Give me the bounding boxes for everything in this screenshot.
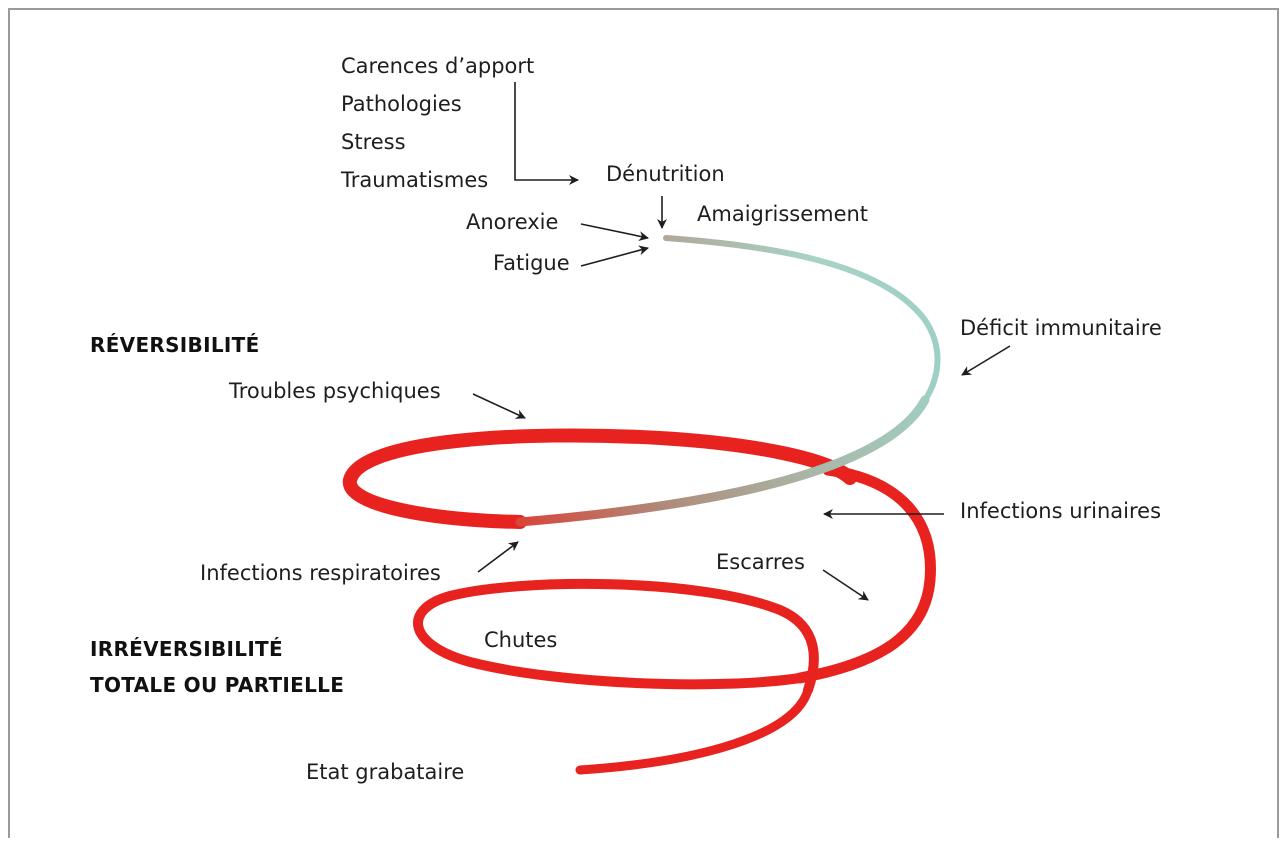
label-troubles-psychiques: Troubles psychiques [229,379,441,403]
zone-irreversibilite-line2: TOTALE OU PARTIELLE [90,673,345,697]
diagram-frame [8,8,1279,838]
cause-item: Carences d’apport [341,54,535,78]
label-denutrition: Dénutrition [606,162,725,186]
label-chutes: Chutes [484,628,558,652]
label-infections-respiratoires: Infections respiratoires [200,561,441,585]
spiral-segment-top [663,235,941,403]
label-escarres: Escarres [716,550,805,574]
cause-item: Stress [341,130,406,154]
label-fatigue: Fatigue [493,251,570,275]
label-etat-grabataire: Etat grabataire [306,760,465,784]
label-anorexie: Anorexie [466,210,559,234]
zone-reversibilite: RÉVERSIBILITÉ [90,333,260,357]
causes-list: Carences d’apport Pathologies Stress Tra… [341,47,534,199]
spiral-segment-lower-top [413,578,819,695]
spiral-segment-lower-right [794,464,936,684]
anorexie-arrow [580,223,649,242]
zone-irreversibilite-line1: IRRÉVERSIBILITÉ [90,637,283,661]
cause-item: Traumatismes [341,168,489,192]
escarres-arrow [822,569,869,601]
spiral-segment-descent [515,395,930,527]
troubles-psychiques-arrow [472,393,526,419]
cause-item: Pathologies [341,92,462,116]
infections-respiratoires-arrow [477,541,519,573]
label-deficit-immunitaire: Déficit immunitaire [960,316,1162,340]
causes-connector [514,82,579,185]
deficit-immunitaire-arrow [961,345,1011,376]
label-amaigrissement: Amaigrissement [697,202,869,226]
fatigue-arrow [580,245,649,267]
label-infections-urinaires: Infections urinaires [960,499,1162,523]
spiral-segment-tail [575,685,813,775]
spiral-segment-upper-loop [342,428,857,529]
